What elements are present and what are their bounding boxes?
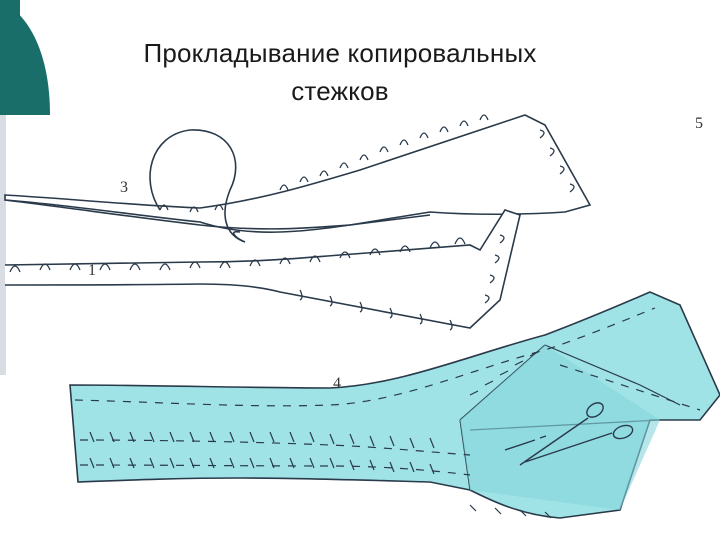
lower-blue-fabric-panel [70,292,720,518]
scan-edge [0,115,6,375]
label-three: 3 [120,179,128,196]
label-five: 5 [695,115,703,132]
label-four: 4 [333,375,341,392]
label-one: 1 [88,262,96,279]
